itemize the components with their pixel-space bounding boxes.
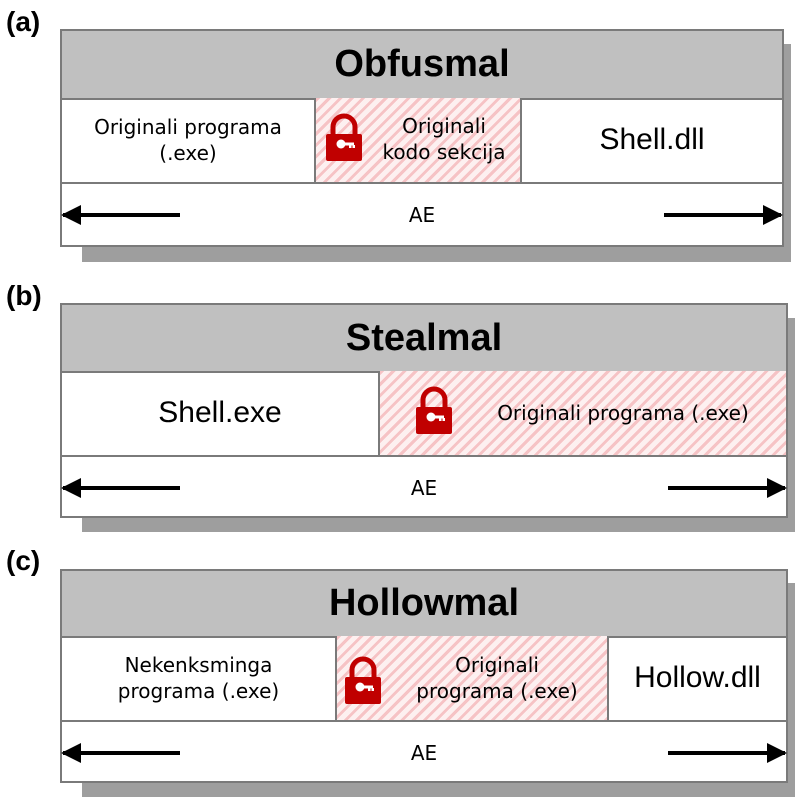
section-text: Hollow.dll	[634, 661, 761, 694]
section-text: Shell.dll	[599, 123, 705, 156]
encrypted-section: Originali programa (.exe)	[380, 371, 786, 455]
encrypted-section: Originali programa (.exe)	[337, 636, 609, 720]
right-arrow-icon	[664, 205, 783, 225]
diagram-title: Stealmal	[62, 305, 786, 373]
hollow-dll-section: Hollow.dll	[609, 636, 786, 720]
section-text: Originali kodo sekcija	[382, 114, 506, 164]
encrypted-section: Originali kodo sekcija	[316, 98, 522, 182]
ae-label: AE	[408, 203, 436, 227]
left-arrow-icon	[61, 205, 180, 225]
right-arrow-icon	[668, 743, 787, 763]
shell-exe-section: Shell.exe	[62, 371, 380, 455]
sections-row: Shell.exe Originali programa (.exe)	[62, 371, 786, 457]
panel-label: (a)	[6, 6, 41, 37]
diagram-title: Obfusmal	[62, 31, 782, 100]
left-arrow-icon	[61, 478, 180, 498]
panel-label: (c)	[6, 545, 41, 576]
section-text: Nekenksminga programa (.exe)	[117, 653, 280, 703]
section-text: Originali programa (.exe)	[416, 653, 578, 703]
panel-label: (b)	[6, 280, 42, 311]
benign-program-section: Nekenksminga programa (.exe)	[62, 636, 337, 720]
section-text: Shell.exe	[158, 396, 282, 429]
padlock-with-key-icon	[414, 386, 454, 436]
padlock-with-key-icon	[343, 656, 383, 706]
left-arrow-icon	[61, 743, 180, 763]
span-row: AE	[61, 457, 787, 516]
right-arrow-icon	[668, 478, 787, 498]
original-program-section: Originali programa (.exe)	[62, 98, 316, 182]
sections-row: Nekenksminga programa (.exe) Originali p…	[62, 636, 786, 722]
span-row: AE	[61, 722, 787, 781]
sections-row: Originali programa (.exe) Originali kodo…	[62, 98, 782, 184]
section-text: Originali programa (.exe)	[94, 115, 282, 165]
obfusmal-diagram: Obfusmal Originali programa (.exe) Origi…	[60, 29, 784, 247]
hollowmal-diagram: Hollowmal Nekenksminga programa (.exe) O…	[60, 569, 788, 783]
diagram-title: Hollowmal	[62, 571, 786, 638]
ae-label: AE	[410, 476, 438, 500]
ae-label: AE	[410, 741, 438, 765]
section-text: Originali programa (.exe)	[497, 401, 749, 425]
span-row: AE	[61, 184, 783, 245]
padlock-with-key-icon	[324, 113, 364, 163]
stealmal-diagram: Stealmal Shell.exe Originali programa (.…	[60, 303, 788, 518]
shell-dll-section: Shell.dll	[522, 98, 782, 182]
